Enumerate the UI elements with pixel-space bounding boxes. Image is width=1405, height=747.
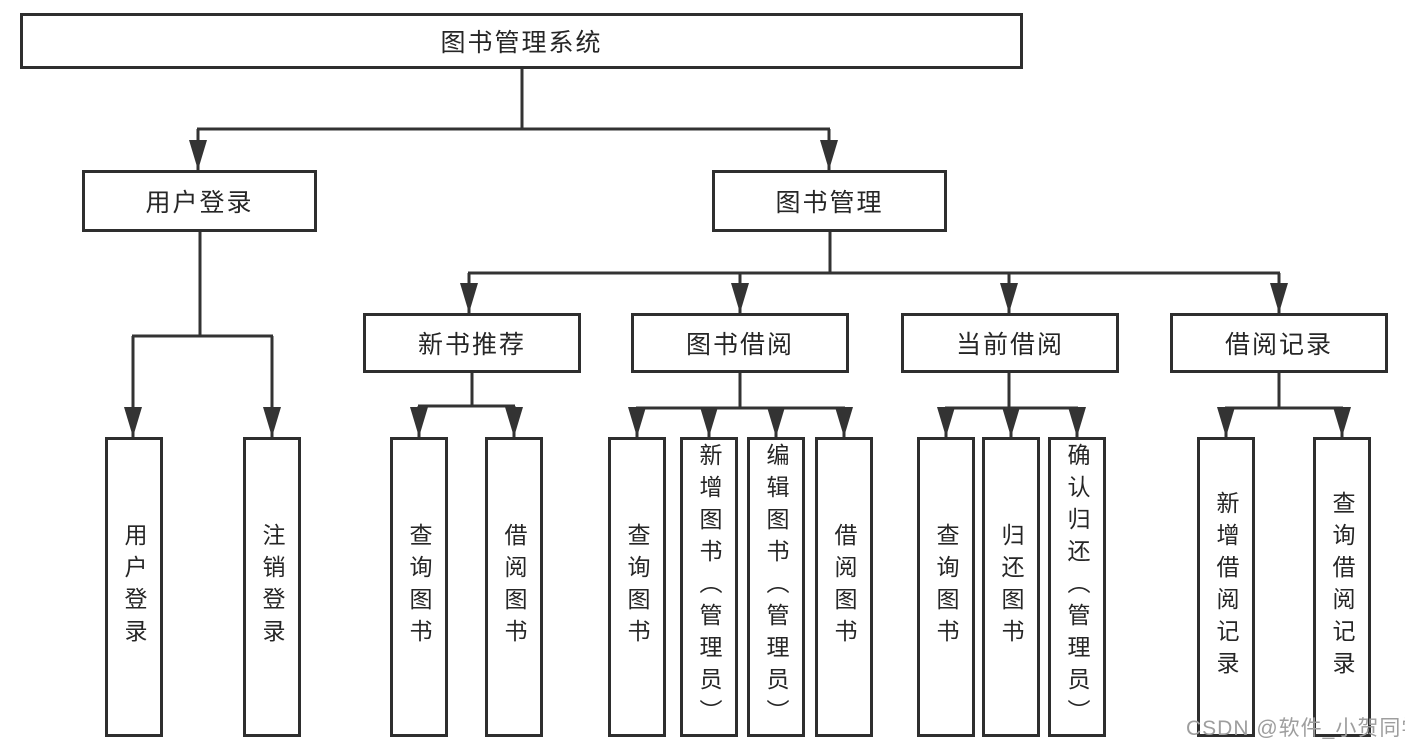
leaf-borrow-books-newbooks-label: 借阅图书 bbox=[501, 523, 527, 651]
leaf-query-borrow-record: 查询借阅记录 bbox=[1313, 437, 1371, 737]
leaf-borrow-books-newbooks: 借阅图书 bbox=[485, 437, 543, 737]
leaf-edit-books-admin: 编辑图书（管理员） bbox=[747, 437, 805, 737]
node-borrowing-records-label: 借阅记录 bbox=[1224, 331, 1333, 359]
leaf-logout-login-label: 注销登录 bbox=[259, 523, 285, 651]
leaf-return-books-label: 归还图书 bbox=[998, 523, 1024, 651]
leaf-add-books-admin: 新增图书（管理员） bbox=[680, 437, 738, 737]
leaf-confirm-return-admin: 确认归还（管理员） bbox=[1048, 437, 1106, 737]
leaf-query-books-borrowing-label: 查询图书 bbox=[624, 523, 650, 651]
leaf-query-borrow-record-label: 查询借阅记录 bbox=[1329, 491, 1355, 683]
leaf-edit-books-admin-label: 编辑图书（管理员） bbox=[763, 443, 789, 731]
node-new-book-recommendation-label: 新书推荐 bbox=[417, 331, 526, 359]
node-current-borrowing: 当前借阅 bbox=[901, 313, 1119, 373]
node-borrowing-records: 借阅记录 bbox=[1170, 313, 1388, 373]
node-user-login: 用户登录 bbox=[82, 170, 317, 232]
node-user-login-label: 用户登录 bbox=[145, 189, 254, 217]
leaf-borrow-books-label: 借阅图书 bbox=[831, 523, 857, 651]
leaf-confirm-return-admin-label: 确认归还（管理员） bbox=[1064, 443, 1090, 731]
leaf-query-books-borrowing: 查询图书 bbox=[608, 437, 666, 737]
leaf-query-books-current: 查询图书 bbox=[917, 437, 975, 737]
node-library-management-system: 图书管理系统 bbox=[20, 13, 1023, 69]
leaf-add-borrow-record: 新增借阅记录 bbox=[1197, 437, 1255, 737]
node-book-management: 图书管理 bbox=[712, 170, 947, 232]
node-new-book-recommendation: 新书推荐 bbox=[363, 313, 581, 373]
leaf-query-books-newbooks: 查询图书 bbox=[390, 437, 448, 737]
csdn-watermark: CSDN @软件_小贺同学 bbox=[1186, 717, 1405, 740]
node-book-borrowing-label: 图书借阅 bbox=[685, 331, 794, 359]
leaf-add-borrow-record-label: 新增借阅记录 bbox=[1213, 491, 1239, 683]
leaf-logout-login: 注销登录 bbox=[243, 437, 301, 737]
node-book-borrowing: 图书借阅 bbox=[631, 313, 849, 373]
leaf-query-books-current-label: 查询图书 bbox=[933, 523, 959, 651]
node-library-management-system-label: 图书管理系统 bbox=[440, 29, 603, 57]
leaf-return-books: 归还图书 bbox=[982, 437, 1040, 737]
leaf-borrow-books: 借阅图书 bbox=[815, 437, 873, 737]
leaf-query-books-newbooks-label: 查询图书 bbox=[406, 523, 432, 651]
node-book-management-label: 图书管理 bbox=[775, 189, 884, 217]
leaf-user-login-label: 用户登录 bbox=[121, 523, 147, 651]
node-current-borrowing-label: 当前借阅 bbox=[955, 331, 1064, 359]
leaf-user-login: 用户登录 bbox=[105, 437, 163, 737]
leaf-add-books-admin-label: 新增图书（管理员） bbox=[696, 443, 722, 731]
